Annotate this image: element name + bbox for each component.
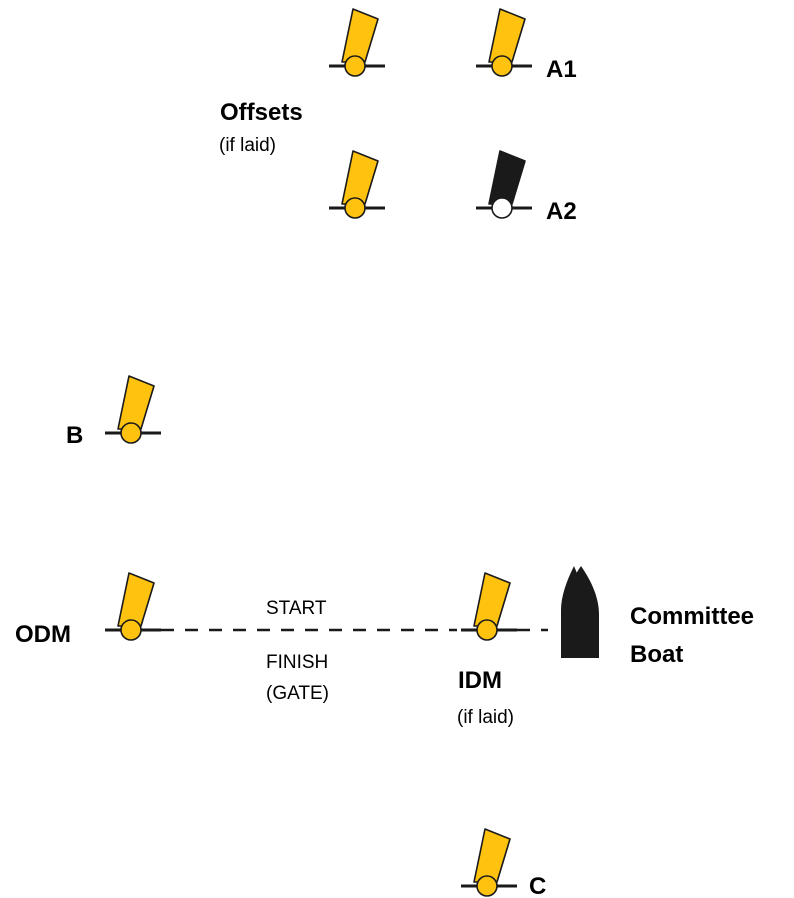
odm-buoy-icon xyxy=(103,571,163,642)
idm-buoy-icon xyxy=(459,571,519,642)
offsets-title: Offsets xyxy=(220,99,303,126)
a2-label: A2 xyxy=(546,198,577,225)
finish-label: FINISH xyxy=(266,652,328,673)
offset-top-buoy-icon xyxy=(327,7,387,78)
b-label: B xyxy=(66,422,83,449)
a1-buoy-icon xyxy=(474,7,534,78)
idm-label: IDM xyxy=(458,667,502,694)
a1-label: A1 xyxy=(546,56,577,83)
a2-buoy-icon xyxy=(474,149,534,220)
b-buoy-icon xyxy=(103,374,163,445)
boat-label: Boat xyxy=(630,641,683,668)
idm-note: (if laid) xyxy=(457,707,514,728)
start-label: START xyxy=(266,598,327,619)
committee-label: Committee xyxy=(630,603,754,630)
offsets-note: (if laid) xyxy=(219,135,276,156)
odm-label: ODM xyxy=(15,621,71,648)
c-buoy-icon xyxy=(459,827,519,898)
gate-label: (GATE) xyxy=(266,683,329,704)
c-label: C xyxy=(529,873,546,898)
offset-bottom-buoy-icon xyxy=(327,149,387,220)
